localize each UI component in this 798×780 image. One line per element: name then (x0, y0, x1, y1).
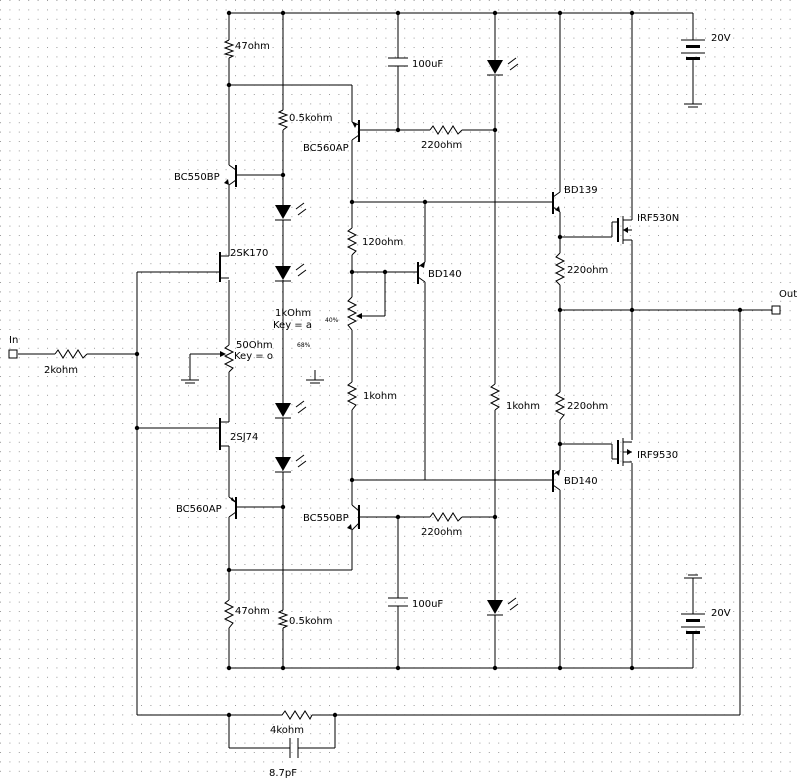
resistor-220-rb (554, 391, 566, 421)
led-symbols (275, 57, 519, 616)
label-r-220-top: 220ohm (421, 140, 462, 151)
jfet-2sj74 (215, 418, 230, 450)
resistor-05k-bot (277, 609, 289, 629)
output-terminal[interactable] (771, 305, 781, 315)
mosfet-irf9530 (612, 438, 632, 466)
label-q-bd140-mid: BD140 (428, 269, 462, 280)
wires (18, 12, 772, 749)
label-r-120: 120ohm (362, 237, 403, 248)
label-pct-b: 68% (297, 342, 311, 349)
label-pct-a: 40% (325, 317, 339, 324)
capacitor-100uf-bot (388, 597, 408, 607)
label-c-fb: 8.7pF (269, 768, 297, 779)
resistor-2k (54, 349, 88, 359)
capacitor-100uf-top (388, 57, 408, 67)
led-4 (275, 454, 307, 473)
label-q-bc550-bot: BC550BP (303, 513, 349, 524)
resistor-220-top (429, 125, 463, 135)
resistor-1k-right (489, 383, 501, 411)
label-q-2sk170: 2SK170 (230, 248, 268, 259)
resistor-4k (281, 710, 313, 721)
label-r-1k-right: 1kohm (506, 401, 540, 412)
battery-bot (681, 574, 705, 634)
label-c-top: 100uF (412, 59, 443, 70)
resistor-05k-top (277, 109, 289, 131)
label-r-05k-bot: 0.5kohm (289, 616, 333, 627)
led-1 (275, 202, 307, 221)
bjt-bc550-top (228, 164, 243, 187)
label-pot-1k-key: Key = a (273, 320, 312, 331)
label-out: Out (779, 289, 797, 300)
transistor-arrows (224, 122, 632, 530)
label-r-05k-top: 0.5kohm (289, 113, 333, 124)
label-pot-50: 50Ohm (236, 340, 273, 351)
label-r-47-top: 47ohm (235, 41, 270, 52)
label-bat-top: 20V (711, 33, 731, 44)
led-3 (275, 400, 307, 419)
label-q-irf9530: IRF9530 (637, 450, 678, 461)
label-q-bc560-bot: BC560AP (176, 504, 222, 515)
resistor-symbols (54, 39, 566, 721)
label-r-47-bot: 47ohm (235, 606, 270, 617)
label-c-bot: 100uF (412, 599, 443, 610)
capacitor-symbols (289, 57, 408, 758)
capacitor-8p7pf (289, 738, 299, 758)
label-q-bc550-top: BC550BP (174, 172, 220, 183)
ground-symbols (181, 370, 324, 384)
label-bat-bot: 20V (711, 608, 731, 619)
jfet-2sk170 (215, 252, 230, 282)
bjt-bd140-mid (415, 261, 426, 284)
resistor-47-top (223, 39, 235, 59)
label-r-fb: 4kohm (270, 725, 304, 736)
junction-dots (134, 10, 743, 718)
bjt-bc550-bot (351, 504, 362, 531)
resistor-1k-mid (346, 381, 358, 411)
led-5 (487, 57, 519, 76)
label-r-220-rb: 220ohm (567, 401, 608, 412)
pot-50 (223, 344, 235, 373)
label-in: In (9, 335, 18, 346)
label-r-1k-mid: 1kohm (363, 391, 397, 402)
led-2 (275, 263, 307, 282)
resistor-120 (346, 227, 358, 256)
label-pot-1k: 1kOhm (275, 308, 311, 319)
pot-1k (346, 296, 358, 331)
resistor-47-bot (223, 599, 235, 629)
resistor-220-rt (554, 252, 566, 286)
label-q-bc560-top: BC560AP (303, 143, 349, 154)
label-r-220-bot: 220ohm (421, 527, 462, 538)
transistor-symbols (215, 120, 632, 531)
label-pot-50-key: Key = o (234, 351, 273, 362)
label-q-irf530: IRF530N (637, 213, 679, 224)
battery-top (681, 39, 705, 108)
label-q-2sj74: 2SJ74 (230, 432, 258, 443)
label-q-bd139: BD139 (564, 185, 598, 196)
resistor-220-bot (429, 512, 463, 522)
labels: In Out 2kohm 47ohm 0.5kohm 100uF 20V BC5… (9, 33, 797, 779)
led-6 (487, 597, 519, 616)
pot-wipers (220, 313, 364, 357)
input-terminal[interactable] (8, 349, 18, 359)
label-r-220-rt: 220ohm (567, 265, 608, 276)
label-r-in: 2kohm (44, 365, 78, 376)
label-q-bd140-bot: BD140 (564, 476, 598, 487)
